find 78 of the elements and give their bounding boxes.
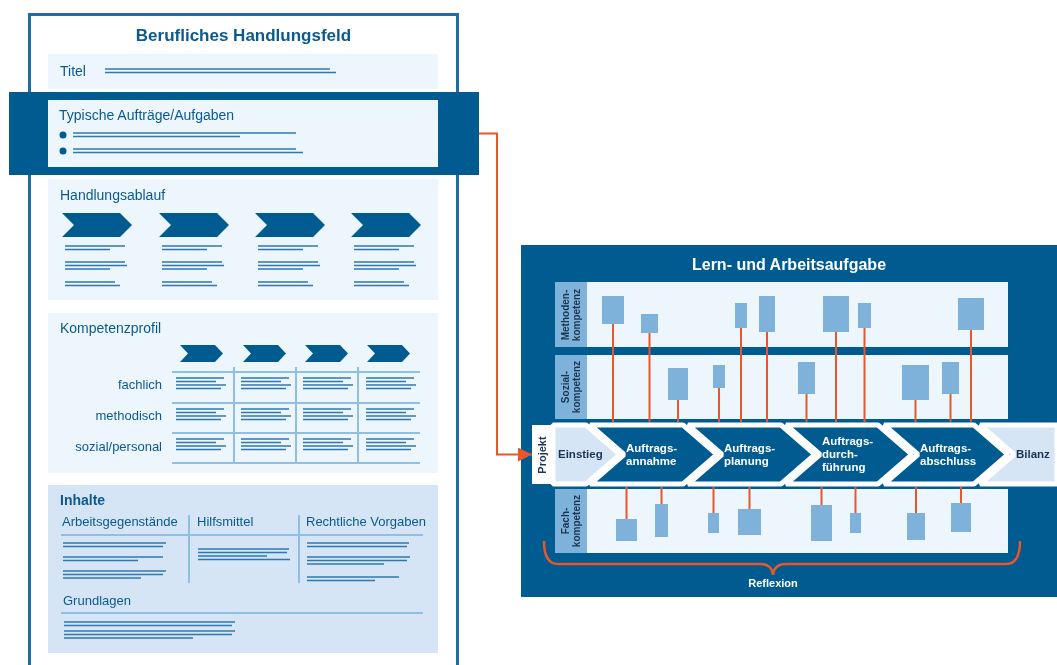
row-label: fachlich [116, 378, 162, 393]
competence-block [738, 509, 761, 535]
section-panel [48, 179, 438, 300]
step-label: Auftrags- annahme [626, 441, 679, 468]
connector-line [820, 486, 823, 506]
row-label: sozial/personal [74, 440, 162, 455]
connector-line [740, 327, 742, 423]
competence-block [850, 513, 861, 533]
connector-line [914, 399, 917, 423]
step-label: Auftrags- durch- führung [822, 434, 875, 475]
connector-line [612, 323, 614, 423]
connector-line [648, 332, 651, 423]
connector-line [915, 486, 917, 514]
competence-block [602, 296, 624, 324]
connector-line [625, 486, 628, 520]
step-label: Auftrags- abschluss [920, 441, 978, 468]
connector-line [660, 486, 663, 505]
arrow [478, 132, 533, 462]
competence-block [798, 362, 815, 394]
competence-block [708, 513, 719, 533]
column-heading: Arbeitsgegenstände [62, 515, 178, 530]
competence-block [902, 365, 929, 400]
highlight-band [9, 92, 479, 175]
connector-line [970, 329, 972, 423]
connector-line [835, 331, 837, 423]
section-panel [48, 485, 438, 653]
step-label: Auftrags- planung [724, 441, 777, 468]
band-label: Fach- kompetenz [560, 493, 582, 550]
connector-line [766, 331, 768, 423]
section-subheading: Grundlagen [63, 594, 131, 609]
column-heading: Rechtliche Vorgaben [306, 515, 426, 530]
competence-block [951, 503, 971, 532]
competence-block [858, 303, 871, 328]
band-label: Methoden- kompetenz [560, 287, 582, 343]
connector-line [748, 486, 751, 510]
connector-line [718, 387, 720, 423]
connector-line [677, 399, 679, 423]
connector-line [805, 393, 808, 423]
section-heading: Kompetenzprofil [60, 320, 162, 337]
row-label: methodisch [94, 409, 162, 424]
competence-band [555, 355, 1008, 419]
panel [521, 245, 1057, 597]
process-step [881, 422, 1011, 487]
competence-block [616, 519, 637, 541]
panel-title: Berufliches Handlungsfeld [134, 26, 353, 46]
competence-block [759, 296, 775, 332]
brace-label: Reflexion [747, 577, 799, 590]
connector-line [712, 486, 715, 514]
section-panel [48, 54, 438, 89]
section-heading: Titel [60, 63, 86, 80]
section-heading: Handlungsablauf [60, 187, 166, 204]
section-heading: Typische Aufträge/Aufgaben [59, 107, 235, 124]
competence-block [655, 504, 668, 537]
step-label: Einstieg [558, 447, 604, 462]
competence-block [735, 303, 747, 328]
section-panel [48, 313, 438, 473]
competence-block [823, 296, 849, 332]
competence-band [555, 489, 1008, 553]
connector-line [960, 486, 962, 504]
connector-line [949, 393, 952, 423]
band-label: Sozial- kompetenz [560, 359, 582, 416]
connector-line [854, 486, 857, 514]
competence-block [713, 365, 725, 388]
competence-block [811, 505, 832, 541]
step-label: Bilanz [1016, 447, 1051, 462]
competence-block [942, 362, 959, 394]
process-step [685, 422, 818, 487]
section-heading: Inhalte [60, 492, 106, 509]
panel-title: Lern- und Arbeitsaufgabe [690, 256, 888, 275]
band-label: Projekt [536, 434, 549, 476]
competence-block [907, 513, 925, 540]
competence-band [555, 282, 1008, 347]
competence-block [958, 298, 984, 330]
competence-block [641, 314, 658, 333]
column-heading: Hilfsmittel [197, 515, 254, 530]
connector-line [863, 327, 866, 423]
label-cell [532, 425, 553, 484]
competence-block [668, 368, 688, 400]
